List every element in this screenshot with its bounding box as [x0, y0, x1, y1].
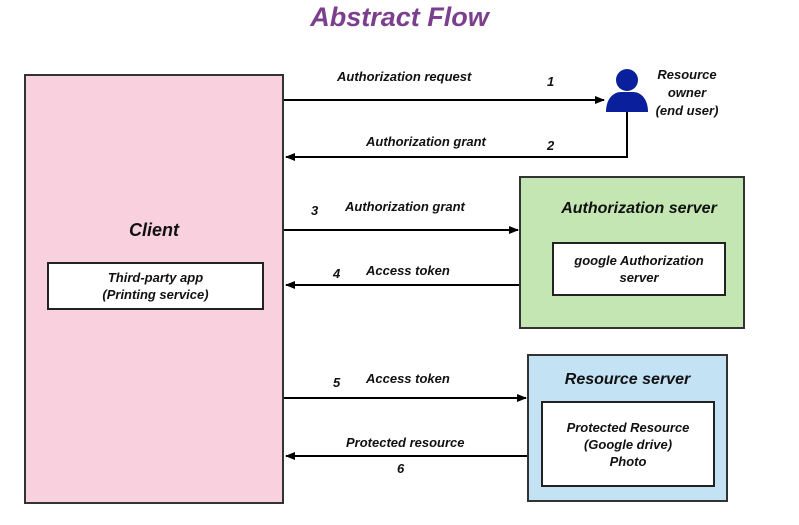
protected-resource-line3: Photo — [609, 453, 647, 469]
resource-owner-line3: (end user) — [655, 103, 719, 118]
third-party-app-line1: Third-party app — [107, 270, 204, 285]
resource-server-box: Resource server Protected Resource (Goog… — [527, 354, 728, 502]
third-party-app-line2: (Printing service) — [102, 287, 209, 302]
step-2-number: 2 — [547, 138, 555, 153]
step-4-number: 4 — [333, 266, 341, 281]
step-1-number: 1 — [547, 74, 555, 89]
protected-resource-line1: Protected Resource — [566, 419, 690, 435]
step-5-label: Access token — [366, 371, 450, 386]
step-3-number: 3 — [311, 203, 319, 218]
client-label: Client — [128, 220, 179, 240]
authorization-server-box: Authorization server google Authorizatio… — [519, 176, 745, 329]
resource-owner-line1: Resource — [657, 67, 717, 82]
resource-owner-label: Resource owner (end user) — [646, 66, 728, 120]
arrow-step-2 — [285, 112, 628, 161]
step-6-label: Protected resource — [346, 435, 465, 450]
diagram-title: Abstract Flow — [310, 2, 489, 32]
protected-resource-line2: (Google drive) — [583, 436, 673, 452]
client-box: Client Third-party app (Printing service… — [24, 74, 284, 504]
user-icon — [606, 69, 648, 112]
resource-server-label: Resource server — [564, 371, 691, 388]
step-6-number: 6 — [397, 461, 405, 476]
google-authorization-server-box: google Authorization server — [552, 242, 726, 296]
third-party-app-box: Third-party app (Printing service) — [47, 262, 264, 310]
step-2-label: Authorization grant — [366, 134, 486, 149]
authorization-server-label: Authorization server — [561, 200, 717, 217]
google-auth-line2: server — [619, 270, 659, 285]
resource-owner-line2: owner — [667, 85, 707, 100]
protected-resource-box: Protected Resource (Google drive) Photo — [541, 401, 715, 487]
step-4-label: Access token — [366, 263, 450, 278]
google-auth-line1: google Authorization — [574, 253, 704, 268]
step-3-label: Authorization grant — [345, 199, 465, 214]
step-5-number: 5 — [333, 375, 341, 390]
step-1-label: Authorization request — [337, 69, 472, 84]
